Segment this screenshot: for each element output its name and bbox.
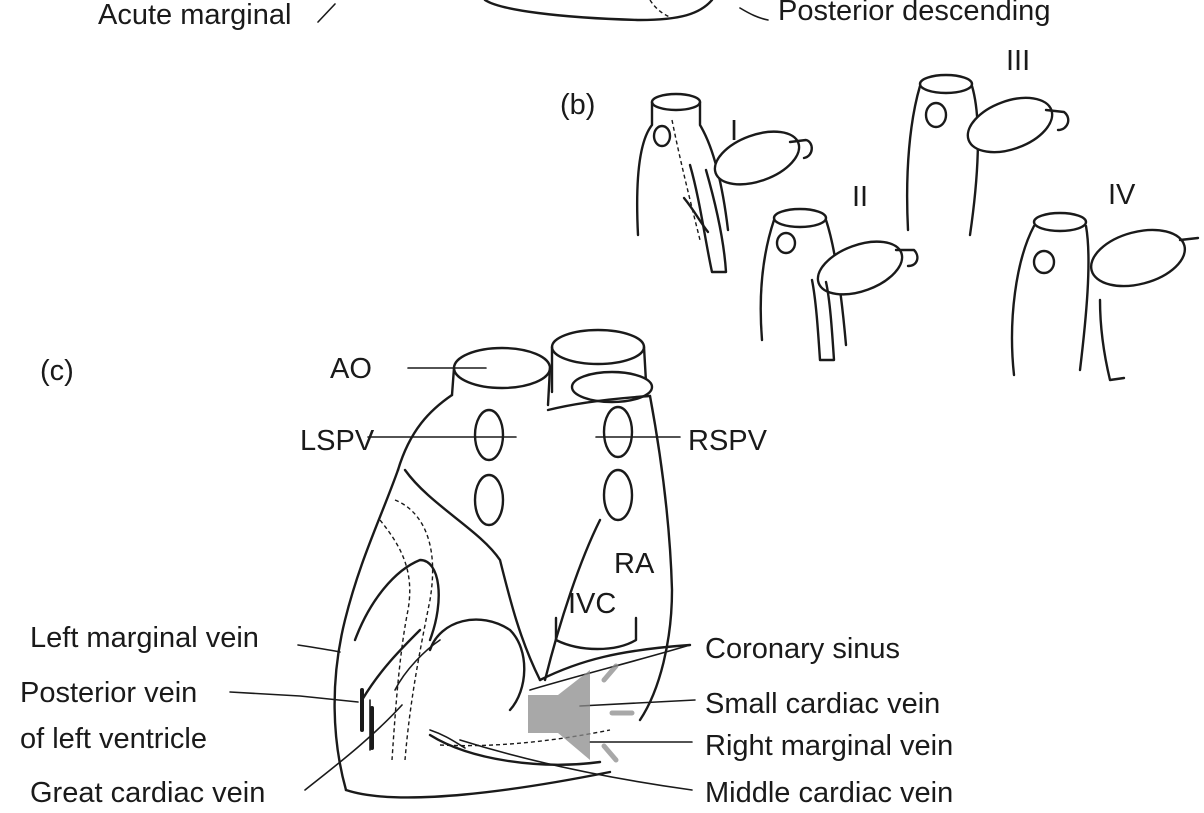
label-variant-2: II xyxy=(852,181,868,213)
label-middle-cardiac-vein: Middle cardiac vein xyxy=(705,777,953,809)
label-small-cardiac-vein: Small cardiac vein xyxy=(705,688,940,720)
label-ao: AO xyxy=(330,353,372,385)
label-acute-marginal: Acute marginal xyxy=(98,0,291,31)
label-variant-4: IV xyxy=(1108,179,1136,211)
label-variant-3: III xyxy=(1006,45,1030,77)
label-ivc: IVC xyxy=(568,588,616,620)
label-ra: RA xyxy=(614,548,655,580)
speaker-icon[interactable] xyxy=(528,666,632,760)
label-lspv: LSPV xyxy=(300,425,375,457)
label-great-cardiac-vein: Great cardiac vein xyxy=(30,777,265,809)
label-posterior-descending: Posterior descending xyxy=(778,0,1050,27)
variant-iii-drawing xyxy=(907,75,1068,235)
label-panel-b: (b) xyxy=(560,89,595,121)
label-panel-c: (c) xyxy=(40,355,74,387)
label-variant-1: I xyxy=(730,115,738,147)
variant-ii-drawing xyxy=(761,209,918,360)
variant-iv-drawing xyxy=(1012,213,1198,380)
label-coronary-sinus: Coronary sinus xyxy=(705,633,900,665)
label-rspv: RSPV xyxy=(688,425,768,457)
variant-i-drawing xyxy=(637,94,812,272)
label-posterior-vein-line2: of left ventricle xyxy=(20,723,207,755)
panel-a-fragment xyxy=(318,0,768,22)
label-posterior-vein-line1: Posterior vein xyxy=(20,677,197,709)
label-right-marginal-vein: Right marginal vein xyxy=(705,730,953,762)
label-left-marginal-vein: Left marginal vein xyxy=(30,622,259,654)
